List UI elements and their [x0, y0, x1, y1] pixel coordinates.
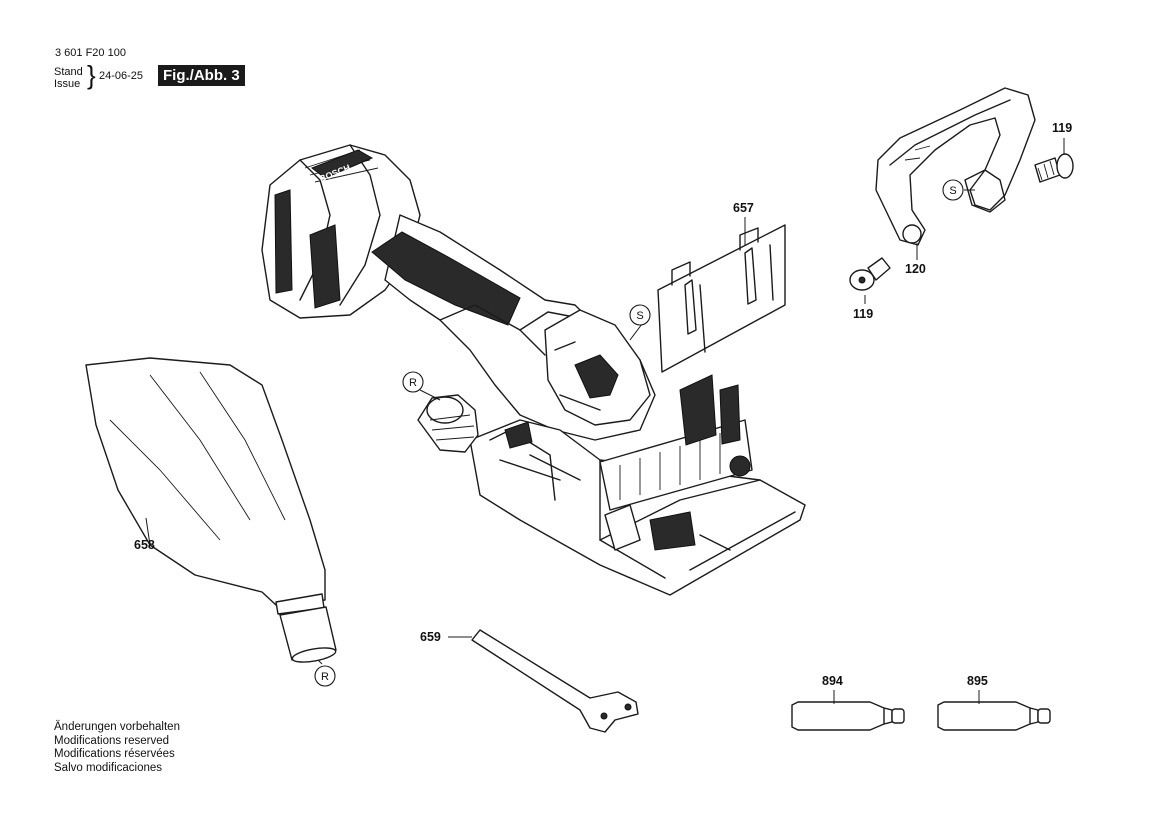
part-label-119-right: 119	[1052, 121, 1073, 135]
part-label-119-left: 119	[853, 307, 874, 321]
part-label-895: 895	[967, 674, 988, 688]
svg-text:R: R	[409, 377, 417, 389]
marker-s-handle: S	[942, 179, 964, 201]
dust-bag-658	[85, 357, 337, 663]
part-label-120: 120	[905, 262, 926, 276]
issue-label: Issue	[54, 78, 81, 90]
leader-r-bag	[317, 659, 323, 665]
grease-tube-895	[937, 701, 1051, 731]
stand-label: Stand	[54, 66, 83, 78]
fence-plate-657	[657, 224, 786, 373]
svg-text:S: S	[949, 185, 956, 197]
part-label-894: 894	[822, 674, 843, 688]
leader-r-port	[419, 389, 441, 401]
marker-s-fence: S	[629, 304, 651, 326]
dust-port	[417, 394, 479, 453]
footer-line-de: Änderungen vorbehalten	[54, 721, 180, 733]
tool-base	[469, 374, 806, 596]
issue-date: 24-06-25	[99, 70, 144, 82]
footer-line-es: Salvo modificaciones	[54, 761, 163, 774]
leader-658	[145, 517, 151, 546]
doc-number: 3 601 F20 100	[55, 47, 126, 59]
spanner-659	[471, 629, 639, 733]
screw-119-right	[1034, 153, 1074, 183]
handle-120	[875, 87, 1036, 246]
screw-119-left	[849, 257, 891, 291]
marker-r-port: R	[402, 371, 424, 393]
figure-label: Fig./Abb. 3	[158, 65, 245, 86]
header-brace: }	[87, 60, 96, 90]
marker-r-bag: R	[314, 665, 336, 687]
svg-text:R: R	[321, 671, 329, 683]
footer-notes: Änderungen vorbehalten Modifications res…	[54, 721, 180, 775]
part-label-658: 658	[134, 538, 155, 552]
part-label-657: 657	[733, 201, 754, 215]
tool-body	[371, 214, 656, 441]
svg-text:S: S	[636, 310, 643, 322]
part-label-659: 659	[420, 630, 441, 644]
footer-line-fr: Modifications réservées	[54, 748, 175, 760]
grease-tube-894	[791, 701, 905, 731]
footer-line-en: Modifications reserved	[54, 734, 170, 747]
